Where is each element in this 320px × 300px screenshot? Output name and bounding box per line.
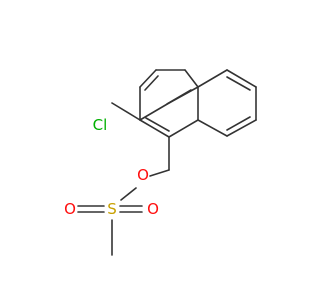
bond-c5-c6-inner — [226, 76, 251, 91]
ether-oxygen-label: O — [137, 166, 149, 184]
bond-c2-cl — [111, 102, 141, 121]
bond-c8-c8a — [197, 119, 228, 137]
sulfonyl-oxygen-right-label: O — [147, 200, 159, 218]
bond-o-s — [120, 187, 137, 201]
bond-c2-c3-inner — [144, 75, 159, 91]
bond-c4-c4a — [184, 69, 199, 88]
chlorine-label: Cl — [93, 116, 108, 134]
bond-c4a-c8a-inner — [166, 89, 192, 105]
bond-ring-c8a-inner — [145, 117, 170, 132]
bond-c7-c8-inner — [226, 116, 251, 131]
sulfur-label: S — [107, 200, 117, 218]
bond-c8a-c1 — [139, 102, 170, 121]
sulfonyl-oxygen-left-label: O — [64, 200, 76, 218]
bond-c4a-c5 — [197, 69, 228, 88]
bond-c8a-c1-link — [168, 119, 199, 138]
bond-ch2-o — [149, 169, 170, 177]
bond-c5-c6 — [226, 69, 257, 88]
bond-c2-c3 — [139, 69, 157, 88]
bond-c7-c8 — [226, 119, 257, 137]
bond-ring-c1-c8a — [139, 119, 170, 138]
molecule-structure: Cl O S O O — [64, 69, 257, 256]
